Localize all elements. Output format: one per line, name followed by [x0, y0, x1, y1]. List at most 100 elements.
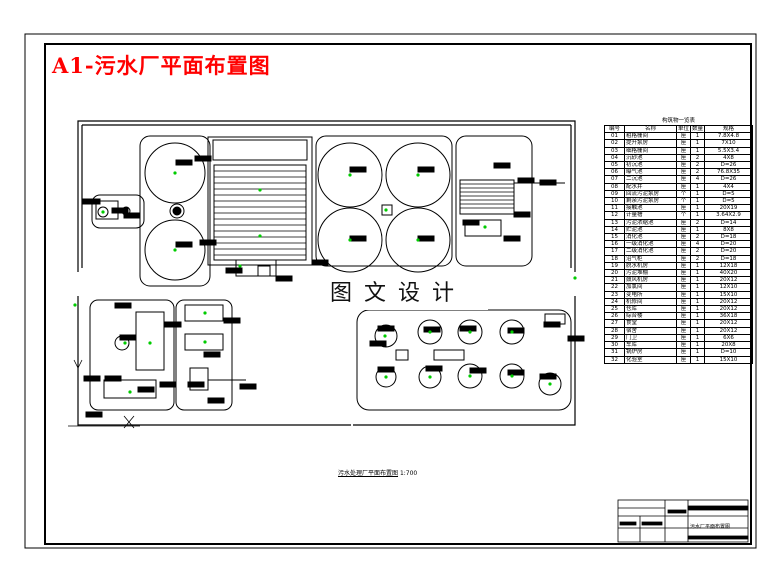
cell-spec: 7X10: [704, 139, 753, 148]
north-arrow: [68, 348, 140, 429]
cell-no: 30: [604, 341, 625, 350]
cell-name: 仓库: [624, 305, 677, 314]
cell-no: 03: [604, 146, 625, 155]
cell-qty: 4: [690, 175, 705, 184]
cell-no: 29: [604, 333, 625, 343]
cell-qty: 2: [690, 218, 705, 227]
cell-no: 23: [604, 290, 625, 299]
cell-no: 09: [604, 189, 625, 199]
cell-no: 25: [604, 305, 625, 314]
cell-unit: 座: [676, 146, 691, 155]
cell-name: 污泥浓缩池: [624, 218, 677, 227]
watermark-label: 图文设计: [308, 278, 488, 310]
cell-unit: 座: [676, 290, 691, 299]
cell-unit: 个: [676, 211, 691, 220]
cell-unit: 座: [676, 254, 691, 263]
cell-unit: 座: [676, 161, 691, 170]
cell-no: 01: [604, 132, 625, 141]
cell-name: 一级消化池: [624, 240, 677, 249]
cell-spec: 7.8X4.8: [704, 132, 753, 141]
cell-spec: 40X20: [704, 269, 753, 278]
cell-spec: 20X12: [704, 305, 753, 314]
cell-name: 宿舍: [624, 326, 677, 335]
cell-unit: 座: [676, 333, 691, 343]
cell-spec: 20X12: [704, 319, 753, 328]
cell-no: 06: [604, 168, 625, 177]
cell-qty: 1: [690, 326, 705, 335]
contact-tank-block: [455, 135, 565, 267]
header-no: 编号: [604, 124, 625, 134]
cell-no: 05: [604, 161, 625, 170]
cell-unit: 座: [676, 153, 691, 163]
cell-unit: 座: [676, 218, 691, 227]
cell-name: 机修间: [624, 297, 677, 307]
cell-qty: 1: [690, 333, 705, 343]
cell-qty: 1: [690, 146, 705, 155]
cell-qty: 2: [690, 168, 705, 177]
layout-caption: 污水处理厂平面布置图 1:700: [338, 468, 417, 477]
cell-no: 21: [604, 276, 625, 285]
cell-unit: 座: [676, 240, 691, 249]
cell-unit: 座: [676, 319, 691, 328]
cell-qty: 2: [690, 254, 705, 263]
cell-spec: D=10: [704, 348, 753, 357]
cell-spec: 12X10: [704, 283, 753, 292]
equipment-markers: [73, 171, 577, 394]
header-name: 名称: [624, 124, 677, 134]
cell-name: 接触池: [624, 204, 677, 213]
aeration-tank: [199, 136, 313, 282]
cell-spec: 8X8: [704, 225, 753, 235]
cell-spec: D=26: [704, 175, 753, 184]
cell-no: 22: [604, 283, 625, 292]
cell-unit: 座: [676, 305, 691, 314]
layout-caption-text: 污水处理厂平面布置图: [338, 470, 399, 477]
cell-name: 污泥堆棚: [624, 269, 677, 278]
outer-sheet-border: [24, 33, 757, 549]
cell-no: 17: [604, 247, 625, 256]
cell-spec: 20X8: [704, 341, 753, 350]
cell-name: 初沉池: [624, 161, 677, 170]
cell-no: 07: [604, 175, 625, 184]
cell-name: 细格栅间: [624, 146, 677, 155]
cell-spec: D=20: [704, 247, 753, 256]
cell-no: 31: [604, 348, 625, 357]
cell-name: 鼓风机房: [624, 276, 677, 285]
cell-unit: 座: [676, 247, 691, 256]
cell-qty: 1: [690, 355, 705, 364]
cell-name: 二级消化池: [624, 247, 677, 256]
cell-spec: 15X10: [704, 355, 753, 364]
cell-no: 10: [604, 197, 625, 206]
cell-spec: D=18: [704, 254, 753, 263]
cell-spec: 36X18: [704, 312, 753, 321]
cell-name: 贮泥池: [624, 225, 677, 235]
cell-spec: D=14: [704, 218, 753, 227]
cell-unit: 座: [676, 276, 691, 285]
cell-name: 变电所: [624, 290, 677, 299]
cell-no: 16: [604, 240, 625, 249]
equipment-table-caption: 构筑物一览表: [661, 118, 695, 124]
cell-spec: D=18: [704, 233, 753, 242]
cell-unit: 座: [676, 312, 691, 321]
cell-unit: 座: [676, 132, 691, 141]
cell-name: 食堂: [624, 319, 677, 328]
cell-name: 沼气柜: [624, 254, 677, 263]
cell-qty: 1: [690, 297, 705, 307]
secondary-clarifier-block: [311, 135, 453, 273]
cell-unit: 座: [676, 326, 691, 335]
